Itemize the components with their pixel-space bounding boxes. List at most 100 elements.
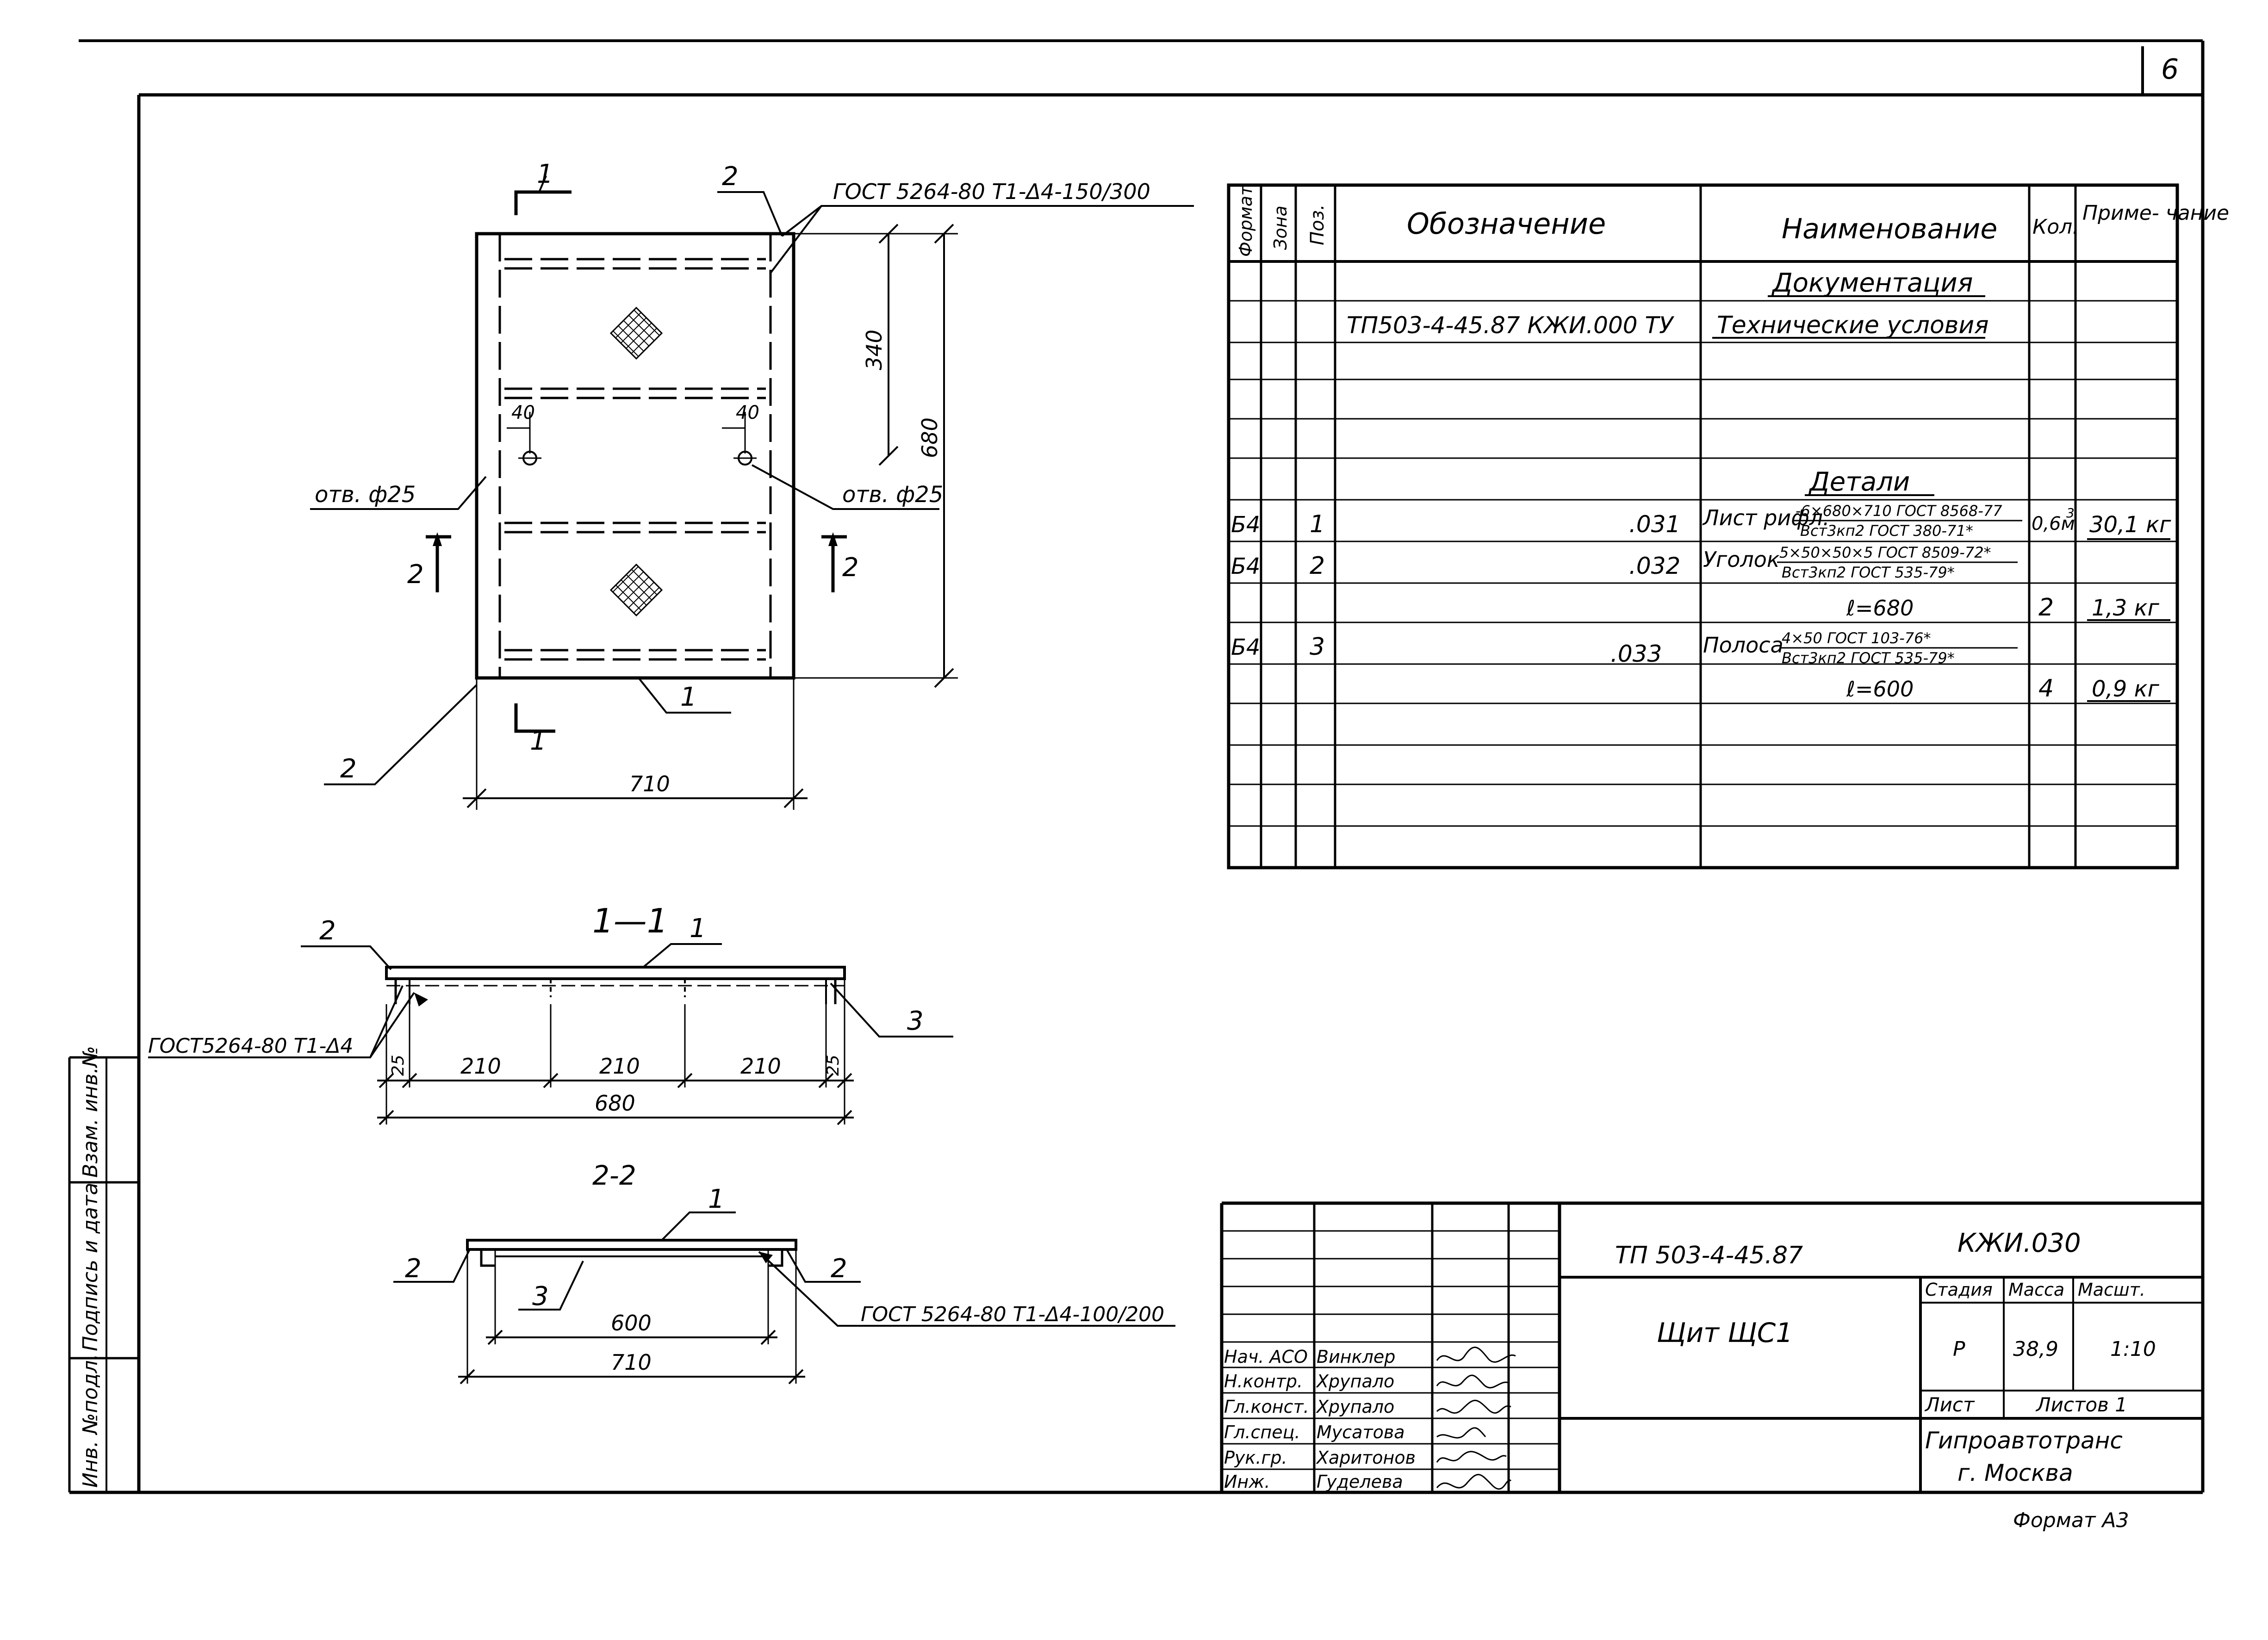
title-scale: 1:10 — [2110, 1337, 2156, 1361]
plan-view — [310, 175, 1194, 810]
row1-name-den: Вст3кп2 ГОСТ 380-71* — [1800, 522, 1973, 540]
header-qty: Кол. — [2032, 215, 2079, 239]
plan-section-2-right: 2 — [842, 553, 859, 583]
plan-section-1-bottom: 1 — [530, 726, 547, 756]
section-1-1-dim-25-right: 25 — [824, 1055, 843, 1076]
row3-format: Б4 — [1231, 634, 1260, 660]
section-1-1-dim-210-b: 210 — [599, 1054, 640, 1079]
title-mass-label: Масса — [2008, 1280, 2064, 1300]
row2-qty: 2 — [2038, 594, 2054, 621]
header-note: Приме- чание — [2082, 201, 2229, 225]
checker-plate-hatch-top — [609, 306, 663, 360]
title-code: КЖИ.030 — [1957, 1228, 2081, 1258]
section-2-2-title: 2-2 — [592, 1160, 636, 1191]
section-1-1 — [148, 943, 953, 1125]
sig-role-5: Рук.гр. — [1224, 1447, 1287, 1468]
row3-qty: 4 — [2038, 675, 2054, 702]
section-2-2-dim-600: 600 — [611, 1311, 652, 1336]
plan-pos-2-top: 2 — [722, 162, 739, 192]
row2-note: 1,3 кг — [2092, 595, 2160, 621]
sig-role-1: Нач. АСО — [1224, 1347, 1308, 1367]
row1-qty-sup: 3 — [2066, 505, 2075, 521]
sig-name-5: Харитонов — [1316, 1447, 1416, 1468]
section-1-1-pos-1: 1 — [690, 913, 706, 944]
row2-name: Уголок — [1703, 547, 1780, 572]
section-1-1-dim-210-a: 210 — [460, 1054, 501, 1079]
sig-name-4: Мусатова — [1317, 1422, 1405, 1442]
section-1-1-dim-680: 680 — [595, 1091, 635, 1116]
row2-format: Б4 — [1231, 553, 1260, 579]
section-1-1-weld-note: ГОСТ5264-80 Т1-Δ4 — [148, 1034, 353, 1058]
sheet-frame — [69, 39, 2205, 1494]
title-sheets-label: Листов 1 — [2035, 1393, 2127, 1416]
plan-dim-40-left: 40 — [511, 402, 535, 423]
margin-stamp — [68, 1056, 139, 1492]
plan-section-1-top: 1 — [537, 159, 553, 189]
row1-format: Б4 — [1231, 512, 1260, 538]
title-mass: 38,9 — [2013, 1337, 2058, 1361]
title-stage: Р — [1953, 1337, 1965, 1361]
title-scale-label: Масшт. — [2078, 1280, 2145, 1300]
title-sheet-label: Лист — [1924, 1393, 1975, 1416]
sig-name-6: Гуделева — [1317, 1472, 1403, 1492]
sig-name-1: Винклер — [1317, 1347, 1395, 1367]
header-name: Наименование — [1782, 213, 1997, 245]
row2-designation: .032 — [1629, 553, 1680, 579]
plan-pos-2-bottom: 2 — [340, 754, 357, 784]
plan-dim-680: 680 — [917, 417, 942, 458]
row3-pos: 3 — [1310, 633, 1325, 661]
section-2-2-pos-3: 3 — [532, 1281, 549, 1311]
sig-role-3: Гл.конст. — [1224, 1397, 1309, 1417]
sig-role-6: Инж. — [1224, 1472, 1270, 1492]
section-2-2-pos-1: 1 — [708, 1184, 725, 1214]
title-format: Формат А3 — [2013, 1509, 2129, 1532]
checker-plate-hatch-bottom — [609, 563, 663, 617]
row3-designation: .033 — [1610, 640, 1662, 667]
row1-qty: 0,6м — [2032, 513, 2075, 534]
header-designation: Обозначение — [1407, 207, 1606, 241]
plan-section-2-left: 2 — [407, 559, 424, 590]
plan-hole-label-right: отв. ф25 — [842, 482, 943, 508]
plan-pos-1: 1 — [680, 682, 697, 712]
row1-note: 30,1 кг — [2089, 512, 2171, 538]
title-stage-label: Стадия — [1925, 1280, 1993, 1300]
plan-dim-340: 340 — [862, 329, 887, 370]
row1-name: Лист рифл. — [1702, 505, 1830, 530]
plan-hole-label-left: отв. ф25 — [315, 482, 416, 508]
sig-role-4: Гл.спец. — [1224, 1422, 1300, 1442]
row2-name-den: Вст3кп2 ГОСТ 535-79* — [1782, 564, 1955, 581]
section-2-2-pos-2-left: 2 — [405, 1254, 422, 1284]
header-format: Формат — [1236, 185, 1256, 257]
spec-table-grid — [1227, 183, 2179, 870]
signature-rows: Нач. АСО Винклер Н.контр. Хрупало Гл.кон… — [1224, 1347, 1416, 1492]
row1-designation: .031 — [1629, 511, 1680, 538]
title-block-grid — [1220, 1201, 2203, 1492]
margin-label-podpis: Подпись и дата — [79, 1183, 102, 1351]
row3-name: Полоса — [1703, 633, 1783, 658]
margin-label-inv-podl: Инв. №подл. — [79, 1354, 102, 1488]
row2-pos: 2 — [1310, 552, 1325, 580]
row1-name-num: -6×680×710 ГОСТ 8568-77 — [1796, 502, 2002, 520]
row3-name-den: Вст3кп2 ГОСТ 535-79* — [1782, 649, 1955, 667]
row2-length: ℓ=680 — [1846, 596, 1914, 621]
section-1-1-dim-210-c: 210 — [740, 1054, 781, 1079]
handwritten-signatures — [1436, 1347, 1516, 1490]
row3-note: 0,9 кг — [2092, 676, 2160, 702]
header-pos: Поз. — [1307, 204, 1328, 245]
doc-section-heading: Документация — [1771, 268, 1973, 298]
header-zone: Зона — [1270, 205, 1291, 250]
section-1-1-dim-25-left: 25 — [389, 1055, 408, 1076]
sig-name-3: Хрупало — [1316, 1397, 1394, 1417]
title-project: ТП 503-4-45.87 — [1615, 1242, 1803, 1269]
sig-role-2: Н.контр. — [1224, 1371, 1303, 1392]
margin-label-vzam: Взам. инв.№ — [79, 1046, 102, 1178]
title-org: Гипроавтотранс — [1925, 1427, 2123, 1454]
title-city: г. Москва — [1957, 1460, 2073, 1486]
section-1-1-pos-2: 2 — [319, 916, 336, 946]
row2-name-num: 5×50×50×5 ГОСТ 8509-72* — [1779, 544, 1991, 561]
section-1-1-title: 1—1 — [592, 901, 668, 940]
row3-length: ℓ=600 — [1846, 677, 1914, 702]
section-2-2-pos-2-right: 2 — [831, 1254, 847, 1284]
plan-weld-note: ГОСТ 5264-80 Т1-Δ4-150/300 — [833, 179, 1150, 204]
title-drawing-name: Щит ЩС1 — [1657, 1317, 1793, 1348]
